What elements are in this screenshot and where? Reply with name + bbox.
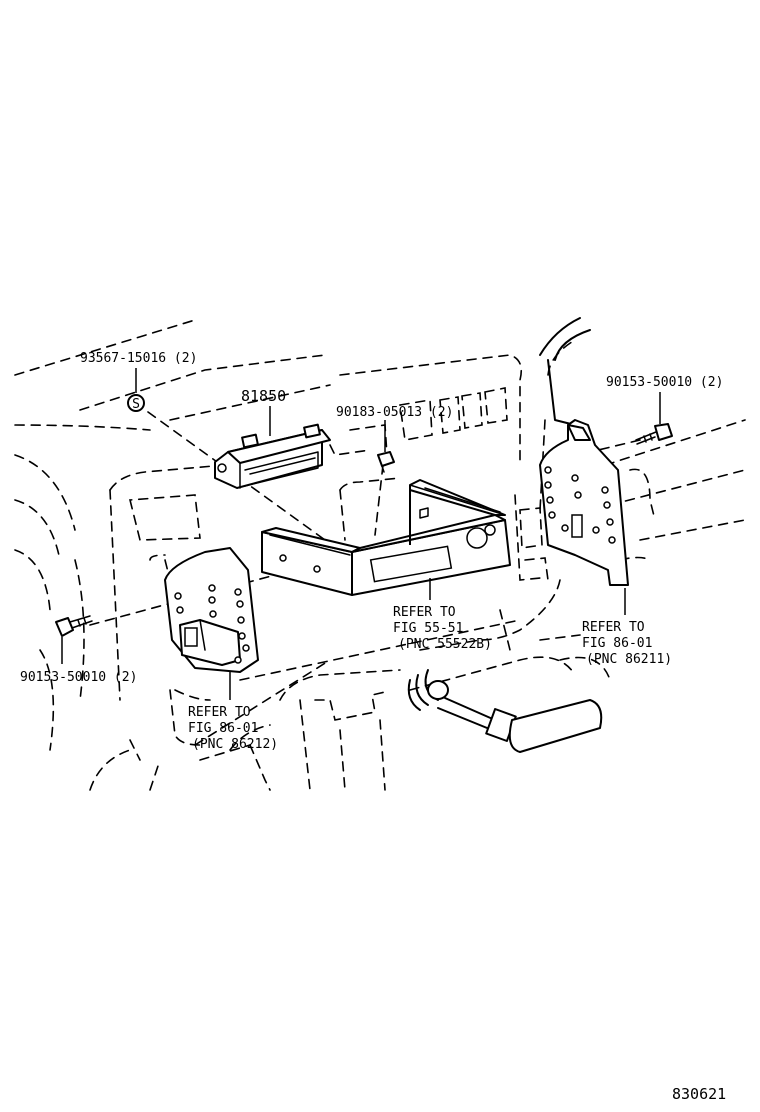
ref-line: REFER TO: [393, 605, 456, 620]
left-bracket: [164, 547, 259, 673]
ref-line: (PNC 86211): [586, 652, 672, 667]
ref-line: FIG 55-51: [393, 621, 463, 636]
label-left-bracket-ref: REFER TO FIG 86-01 (PNC 86212): [188, 705, 278, 752]
center-bracket: [261, 479, 511, 596]
label-module-part-number: 81850: [241, 387, 286, 405]
ref-line: REFER TO: [188, 705, 251, 720]
clip-93567: S: [127, 368, 145, 412]
right-bracket: [539, 419, 629, 586]
label-screw-left-part-number: 90153-50010 (2): [20, 670, 137, 685]
ref-line: FIG 86-01: [188, 721, 258, 736]
screw-left: [55, 615, 93, 664]
figure-number: 830621: [672, 1085, 726, 1103]
ref-line: REFER TO: [582, 620, 645, 635]
dashboard-outline: [14, 317, 746, 791]
steering-column: [407, 669, 603, 753]
module-81850: [214, 423, 331, 489]
label-clip-part-number: 93567-15016 (2): [80, 351, 197, 366]
nut-90183: [377, 420, 395, 473]
label-leaders: [229, 406, 626, 700]
ref-line: (PNC 55522B): [398, 637, 492, 652]
label-center-bracket-ref: REFER TO FIG 55-51 (PNC 55522B): [393, 605, 492, 652]
ref-line: (PNC 86212): [192, 737, 278, 752]
label-nut-part-number: 90183-05013 (2): [336, 405, 453, 420]
clip-symbol: S: [132, 397, 140, 412]
label-screw-right-part-number: 90153-50010 (2): [606, 375, 723, 390]
ref-line: FIG 86-01: [582, 636, 652, 651]
label-right-bracket-ref: REFER TO FIG 86-01 (PNC 86211): [582, 620, 672, 667]
screw-right: [635, 392, 673, 445]
